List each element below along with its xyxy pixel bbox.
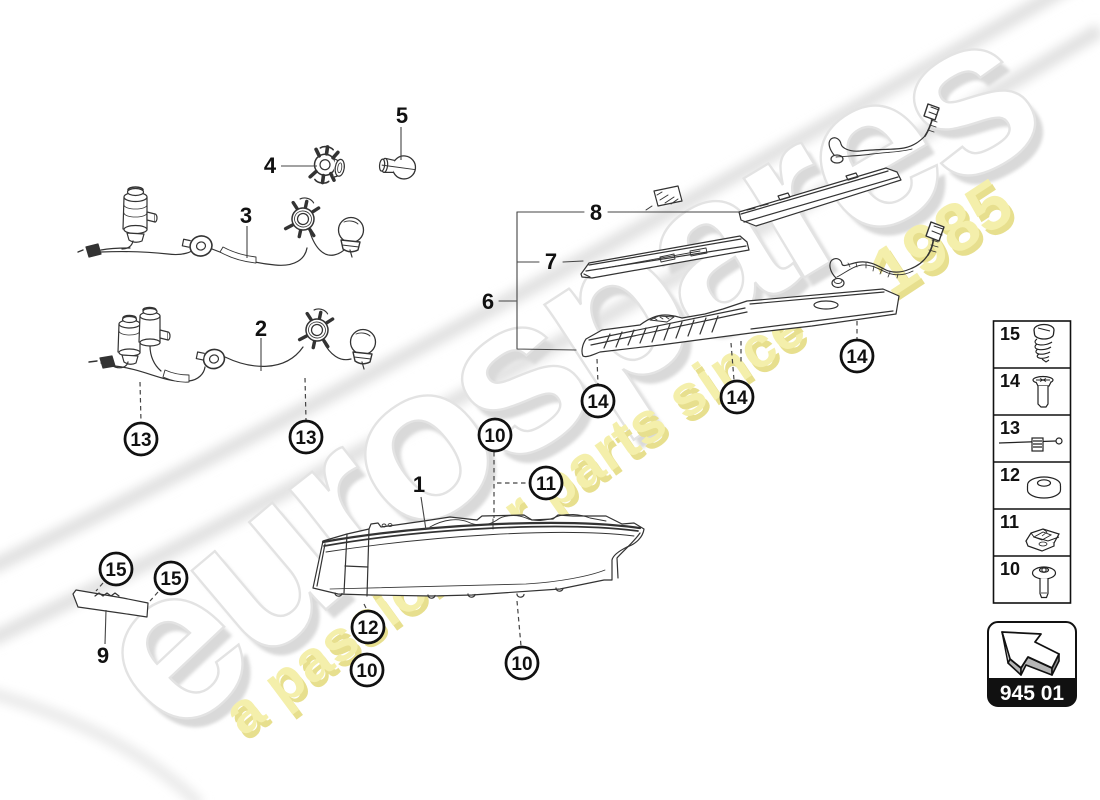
svg-text:7: 7 (545, 249, 557, 274)
svg-text:15: 15 (1000, 324, 1020, 344)
svg-text:4: 4 (264, 153, 277, 178)
svg-text:13: 13 (1000, 418, 1020, 438)
svg-text:6: 6 (482, 289, 494, 314)
svg-text:14: 14 (1000, 371, 1020, 391)
svg-text:10: 10 (511, 654, 532, 675)
svg-text:15: 15 (105, 560, 127, 581)
svg-text:11: 11 (1000, 512, 1019, 532)
svg-text:10: 10 (484, 426, 505, 447)
svg-text:10: 10 (1000, 559, 1020, 579)
svg-text:15: 15 (160, 569, 182, 590)
svg-text:9: 9 (97, 643, 109, 668)
svg-text:8: 8 (590, 200, 602, 225)
svg-text:11: 11 (536, 474, 557, 495)
svg-text:14: 14 (587, 392, 609, 413)
svg-text:945 01: 945 01 (1000, 682, 1065, 705)
svg-text:13: 13 (130, 430, 151, 451)
svg-text:1: 1 (413, 472, 425, 497)
svg-text:12: 12 (1000, 465, 1020, 485)
svg-text:10: 10 (356, 661, 377, 682)
svg-text:13: 13 (295, 428, 316, 449)
svg-text:14: 14 (846, 347, 868, 368)
svg-text:5: 5 (396, 103, 408, 128)
svg-text:3: 3 (240, 203, 252, 228)
svg-text:12: 12 (357, 618, 378, 639)
svg-text:14: 14 (726, 388, 748, 409)
svg-text:2: 2 (255, 316, 267, 341)
